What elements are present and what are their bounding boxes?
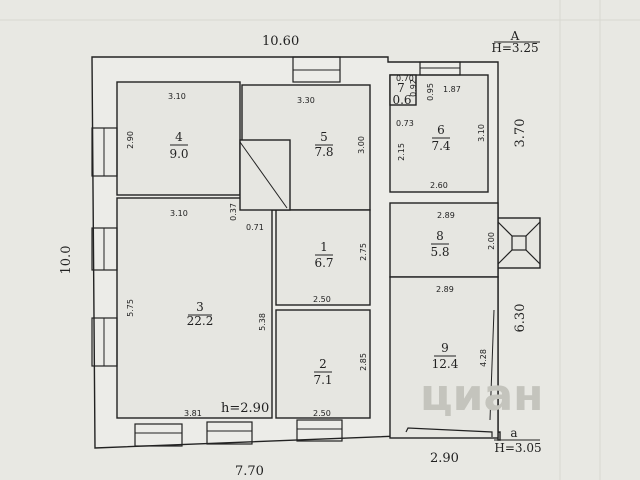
svg-text:5: 5 — [320, 130, 328, 144]
svg-text:7: 7 — [397, 81, 405, 95]
svg-text:3: 3 — [196, 300, 204, 314]
svg-text:12.4: 12.4 — [432, 357, 459, 371]
svg-text:7.4: 7.4 — [431, 139, 450, 153]
svg-text:5.8: 5.8 — [430, 245, 449, 259]
marker-a: a — [510, 426, 517, 440]
svg-text:2.89: 2.89 — [437, 211, 455, 220]
room-3-label: 3 22.2 3.10 5.75 5.38 3.81 0.37 0.71 — [126, 203, 267, 418]
room-4 — [116, 81, 241, 196]
room-7 — [389, 74, 417, 106]
svg-text:2.90: 2.90 — [126, 131, 135, 149]
marker-A: A — [510, 29, 520, 43]
dim-left-total: 10.0 — [59, 246, 74, 275]
svg-text:7.8: 7.8 — [314, 145, 333, 159]
room-8 — [389, 202, 499, 278]
svg-text:4.28: 4.28 — [479, 349, 488, 367]
svg-text:1.87: 1.87 — [443, 85, 461, 94]
svg-text:2.50: 2.50 — [313, 295, 331, 304]
svg-text:3.30: 3.30 — [297, 96, 315, 105]
svg-text:9.0: 9.0 — [169, 147, 188, 161]
room-9-label: 9 12.4 4.28 — [432, 341, 488, 371]
height-A: H=3.25 — [491, 41, 538, 55]
room-2 — [275, 309, 371, 419]
svg-text:3.00: 3.00 — [357, 136, 366, 154]
svg-text:6: 6 — [437, 123, 445, 137]
svg-text:2.75: 2.75 — [359, 243, 368, 261]
svg-text:9: 9 — [441, 341, 449, 355]
room-2-label: 2 7.1 2.85 2.50 — [313, 353, 368, 418]
svg-text:22.2: 22.2 — [187, 314, 214, 328]
svg-text:1: 1 — [320, 240, 328, 254]
porch — [497, 217, 541, 269]
svg-text:0.70: 0.70 — [396, 74, 414, 83]
porch-line — [497, 221, 513, 265]
svg-text:0.95: 0.95 — [426, 83, 435, 101]
svg-text:6.7: 6.7 — [314, 256, 333, 270]
room-4-label: 4 9.0 3.10 2.90 — [126, 92, 189, 161]
svg-text:2.50: 2.50 — [313, 409, 331, 418]
svg-text:7.1: 7.1 — [313, 373, 332, 387]
stair-line — [239, 141, 288, 209]
svg-text:4: 4 — [175, 130, 183, 144]
room-5-label: 5 7.8 3.30 3.00 — [297, 96, 366, 159]
ceiling-height: h=2.90 — [221, 401, 269, 416]
room-9 — [389, 276, 499, 439]
svg-text:0.92: 0.92 — [409, 79, 418, 97]
svg-text:5.38: 5.38 — [258, 313, 267, 331]
room-8-label: 8 5.8 2.89 2.00 2.89 — [430, 211, 496, 294]
room-1-label: 1 6.7 2.75 2.50 — [313, 240, 368, 304]
dim-bottom-right: 2.90 — [430, 451, 459, 466]
svg-text:3.10: 3.10 — [168, 92, 186, 101]
height-a: H=3.05 — [494, 441, 541, 455]
svg-text:2.00: 2.00 — [487, 232, 496, 250]
svg-text:5.75: 5.75 — [126, 299, 135, 317]
watermark: циан — [420, 370, 544, 421]
svg-text:2.60: 2.60 — [430, 181, 448, 190]
dim-right-upper: 3.70 — [513, 119, 528, 148]
svg-text:2.85: 2.85 — [359, 353, 368, 371]
room-6-label: 6 7.4 1.87 3.10 2.60 2.15 0.73 0.95 — [396, 83, 486, 190]
svg-text:0.6: 0.6 — [392, 93, 411, 107]
svg-text:2: 2 — [319, 357, 327, 371]
dim-bottom-left: 7.70 — [235, 464, 264, 479]
svg-text:2.15: 2.15 — [397, 143, 406, 161]
svg-text:3.81: 3.81 — [184, 409, 202, 418]
stair — [239, 139, 291, 211]
room-7-label: 0.70 0.92 7 0.6 — [392, 74, 418, 107]
svg-text:0.37: 0.37 — [229, 203, 238, 221]
svg-text:0.71: 0.71 — [246, 223, 264, 232]
windows — [91, 56, 495, 447]
svg-text:3.10: 3.10 — [477, 124, 486, 142]
dim-top-total: 10.60 — [262, 34, 299, 49]
svg-text:0.73: 0.73 — [396, 119, 414, 128]
room-1 — [275, 209, 371, 306]
svg-text:2.89: 2.89 — [436, 285, 454, 294]
svg-text:3.10: 3.10 — [170, 209, 188, 218]
room-3 — [116, 197, 273, 419]
dim-right-lower: 6.30 — [513, 304, 528, 333]
svg-text:8: 8 — [436, 229, 444, 243]
